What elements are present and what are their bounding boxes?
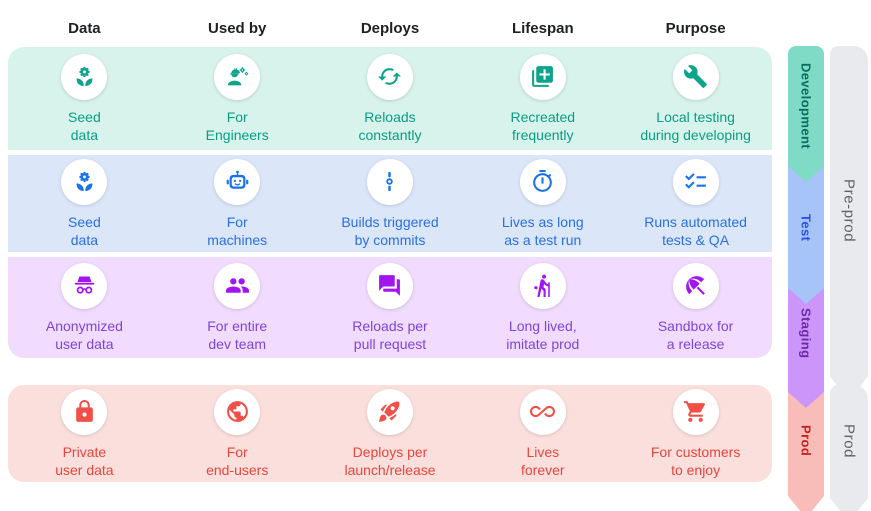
ribbon-group-preprod: Pre-prod: [830, 46, 868, 402]
row-staging: Anonymized user data For entire dev team…: [8, 257, 772, 358]
infinity-icon: [519, 388, 566, 435]
cart-icon: [672, 388, 719, 435]
row-development: Seed data For Engineers Reloads constant…: [8, 47, 772, 150]
cell-prod-purpose: For customers to enjoy: [619, 385, 772, 482]
commit-icon: [366, 158, 413, 205]
cell-label: Recreated frequently: [510, 108, 576, 143]
cell-development-used-by: For Engineers: [161, 47, 314, 150]
cell-staging-data: Anonymized user data: [8, 257, 161, 358]
ribbon-development: Development: [788, 46, 824, 182]
column-header-lifespan: Lifespan: [511, 19, 574, 37]
cell-staging-deploys: Reloads per pull request: [314, 257, 467, 358]
timer-icon: [519, 158, 566, 205]
robot-icon: [214, 158, 261, 205]
row-prod: Private user data For end-users Deploys …: [8, 385, 772, 482]
column-header-purpose: Purpose: [665, 19, 726, 37]
cell-label: Anonymized user data: [45, 317, 123, 352]
chat-icon: [366, 262, 413, 309]
ribbon-preprod-label: Pre-prod: [840, 179, 858, 243]
column-header-deploys: Deploys: [360, 19, 420, 37]
checklist-icon: [672, 158, 719, 205]
cell-test-purpose: Runs automated tests & QA: [619, 155, 772, 252]
cell-label: Lives as long as a test run: [501, 213, 584, 248]
hiker-icon: [519, 262, 566, 309]
cell-prod-lifespan: Lives forever: [466, 385, 619, 482]
umbrella-icon: [672, 262, 719, 309]
cell-label: For Engineers: [205, 108, 269, 143]
row-test: Seed data For machines Builds triggered …: [8, 155, 772, 252]
globe-icon: [214, 388, 261, 435]
cell-label: For customers to enjoy: [650, 443, 741, 478]
ribbon-development-label: Development: [798, 62, 814, 150]
cell-test-used-by: For machines: [161, 155, 314, 252]
cell-label: For machines: [207, 213, 268, 248]
ribbon-staging-label: Staging: [798, 307, 814, 359]
ribbon-group-prod-label: Prod: [840, 424, 858, 459]
cell-development-deploys: Reloads constantly: [314, 47, 467, 150]
add-copy-icon: [519, 53, 566, 100]
cell-test-lifespan: Lives as long as a test run: [466, 155, 619, 252]
cell-label: For end-users: [206, 443, 269, 478]
team-icon: [214, 262, 261, 309]
cell-label: Seed data: [68, 108, 101, 143]
cell-prod-data: Private user data: [8, 385, 161, 482]
cell-label: Reloads per pull request: [352, 317, 428, 352]
cell-development-purpose: Local testing during developing: [619, 47, 772, 150]
cell-label: For entire dev team: [207, 317, 268, 352]
cell-label: Local testing during developing: [640, 108, 751, 143]
cell-label: Reloads constantly: [358, 108, 422, 143]
rocket-icon: [366, 388, 413, 435]
cell-label: Deploys per launch/release: [344, 443, 436, 478]
ribbon-group-prod: Prod: [830, 385, 868, 511]
sprout-icon: [61, 53, 108, 100]
ribbon-prod-label: Prod: [798, 424, 814, 457]
cell-label: Lives forever: [521, 443, 565, 478]
cell-development-lifespan: Recreated frequently: [466, 47, 619, 150]
cell-label: Runs automated tests & QA: [644, 213, 747, 248]
engineer-icon: [214, 53, 261, 100]
cell-label: Sandbox for a release: [657, 317, 734, 352]
sprout-icon: [61, 158, 108, 205]
cell-label: Builds triggered by commits: [341, 213, 439, 248]
cell-staging-lifespan: Long lived, imitate prod: [466, 257, 619, 358]
reload-icon: [366, 53, 413, 100]
cell-label: Seed data: [68, 213, 101, 248]
cell-label: Private user data: [55, 443, 114, 478]
cell-label: Long lived, imitate prod: [506, 317, 580, 352]
column-headers: Data Used by Deploys Lifespan Purpose: [8, 12, 772, 44]
cell-prod-deploys: Deploys per launch/release: [314, 385, 467, 482]
cell-test-data: Seed data: [8, 155, 161, 252]
cell-development-data: Seed data: [8, 47, 161, 150]
cell-staging-used-by: For entire dev team: [161, 257, 314, 358]
column-header-used-by: Used by: [208, 19, 267, 37]
incognito-icon: [61, 262, 108, 309]
cell-staging-purpose: Sandbox for a release: [619, 257, 772, 358]
lock-icon: [61, 388, 108, 435]
wrench-icon: [672, 53, 719, 100]
cell-test-deploys: Builds triggered by commits: [314, 155, 467, 252]
column-header-data: Data: [68, 19, 101, 37]
cell-prod-used-by: For end-users: [161, 385, 314, 482]
ribbon-test-label: Test: [798, 214, 814, 242]
